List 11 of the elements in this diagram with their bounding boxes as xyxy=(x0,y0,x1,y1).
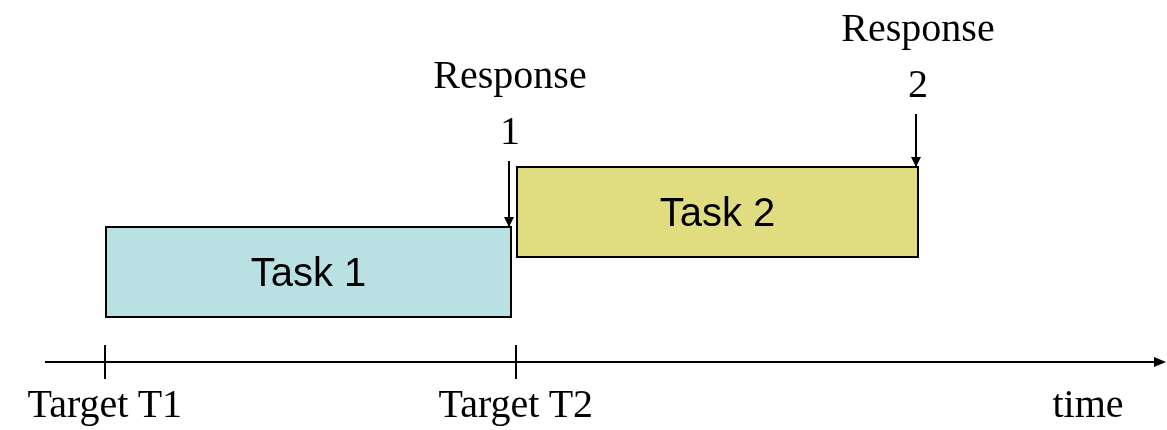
response-label: Response 2 xyxy=(832,0,1004,112)
task-bar xyxy=(516,166,919,258)
arrow xyxy=(504,160,514,227)
arrow xyxy=(911,113,921,167)
task-bar xyxy=(105,226,512,318)
target-label: Target T1 xyxy=(27,380,183,428)
task-label: Task 1 xyxy=(250,249,367,295)
target-label: Target T2 xyxy=(438,380,594,428)
task-label: Task 2 xyxy=(659,189,776,235)
response-label: Response 1 xyxy=(424,47,596,159)
axis-label: time xyxy=(1052,380,1124,428)
